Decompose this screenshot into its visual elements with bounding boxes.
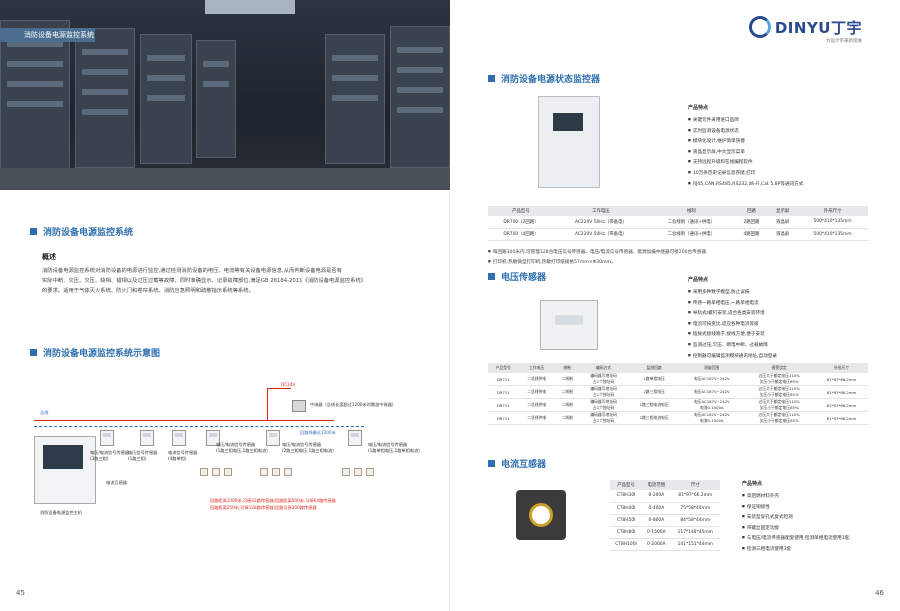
brand-logo: DINYU丁宇 为设计带来新思维 — [748, 16, 862, 44]
sensor-device — [266, 430, 280, 446]
left-page: 消防设备电源监控系统 消防设备电源监控系统 概述 消防设备电源监控系统对消防设备… — [0, 0, 450, 611]
page-number-left: 45 — [16, 589, 25, 597]
page-number-right: 46 — [875, 589, 884, 597]
monitor-host-image — [34, 436, 96, 504]
sensor-label-6: 电压/电流信号传感器 (1路单相电压,1路单相电流) — [368, 442, 420, 453]
sensor-label-4: 电压/电流信号传感器 (1路三相电压,1路三相电流) — [216, 442, 268, 453]
table-row: DR700（2回路）AC220V 50Hz（带备电） 二总线制（通讯+供电）2路… — [488, 216, 868, 229]
table-row: DR700（4回路）AC220V 50Hz（带备电） 二总线制（通讯+供电）4路… — [488, 228, 868, 241]
diagram-note-2: 回路距离250米,可接128路传感器)回路可接200路传感器 — [210, 505, 317, 510]
transformer-label: 电流互感器 — [106, 480, 127, 485]
diagram-note-1: 回路距离1000米,可接32路传感器(回路距离500米,可接64路传感器 — [210, 498, 336, 503]
voltage-sensor-image — [540, 300, 598, 350]
monitor-spec-table: 产品型号工作电压 线制回路 显示屏外形尺寸 DR700（2回路）AC220V 5… — [488, 206, 868, 241]
current-transformer-image — [516, 490, 566, 540]
sensor-device — [100, 430, 114, 446]
section-title-system: 消防设备电源监控系统 — [30, 225, 133, 238]
voltage-sensor-features: 产品特点 采用多种数学模型,防止误报 传感一路单相电压,一路单相电流 导轨式/螺… — [688, 276, 777, 361]
relay-device — [292, 400, 306, 412]
host-label: 消防设备电源监控主机 — [40, 510, 82, 515]
relay-label: 中继器（总线长度超过1200米时需加中继器） — [310, 402, 397, 407]
current-transformer-features: 产品特点 高阻燃材料外壳 保证铜接性 安装型穿孔式复式检测 带螺丝固定功能 与电… — [742, 480, 851, 555]
loop-label: 回路线最长1200米 — [300, 430, 336, 435]
logo-icon — [748, 16, 771, 38]
sensor-label-3: 电流信号传感器 (4路单相) — [168, 450, 198, 461]
sensor-device — [206, 430, 220, 446]
hero-label: 消防设备电源监控系统 — [0, 28, 95, 42]
sensor-label-1: 电压/电流信号传感器 (3路三相) — [90, 450, 130, 461]
monitor-cabinet-image — [538, 96, 600, 188]
sensor-device — [140, 430, 154, 446]
sensor-label-2: 电压信号传感器 (1路三相) — [128, 450, 158, 461]
monitor-notes: 每回路300米内,可管理128台电压信号传感器、电压/电流信号传感器、能源加编中… — [488, 247, 706, 267]
bus-label: 总线 — [40, 410, 49, 415]
server-room-photo — [0, 0, 450, 190]
section-title-diagram: 消防设备电源监控系统示意图 — [30, 346, 160, 359]
sensor-label-5: 电压/电流信号传感器 (2路三相电压,1路三相电流) — [282, 442, 334, 453]
overview-text: 消防设备电源监控系统对消防设备的电源进行监控,通过检测消防设备的电压、电流等有关… — [42, 268, 367, 294]
system-diagram: DC24V 总线 中继器（总线长度超过1200米时需加中继器） 回路线最长120… — [30, 380, 440, 520]
sensor-device — [172, 430, 186, 446]
section-title-monitor: 消防设备电源状态监控器 — [488, 72, 600, 85]
section-title-voltage-sensor: 电压传感器 — [488, 270, 546, 283]
monitor-features: 产品特点 关键元件采用进口品牌 实时监测设备电源状态 模块化设计,维护简单快捷 … — [688, 104, 803, 189]
dc-label: DC24V — [281, 382, 296, 387]
section-title-current-transformer: 电流互感器 — [488, 457, 546, 470]
right-page: DINYU丁宇 为设计带来新思维 消防设备电源状态监控器 产品特点 关键元件采用… — [450, 0, 900, 611]
overview-title: 概述 — [42, 253, 56, 261]
sensor-device — [348, 430, 362, 446]
